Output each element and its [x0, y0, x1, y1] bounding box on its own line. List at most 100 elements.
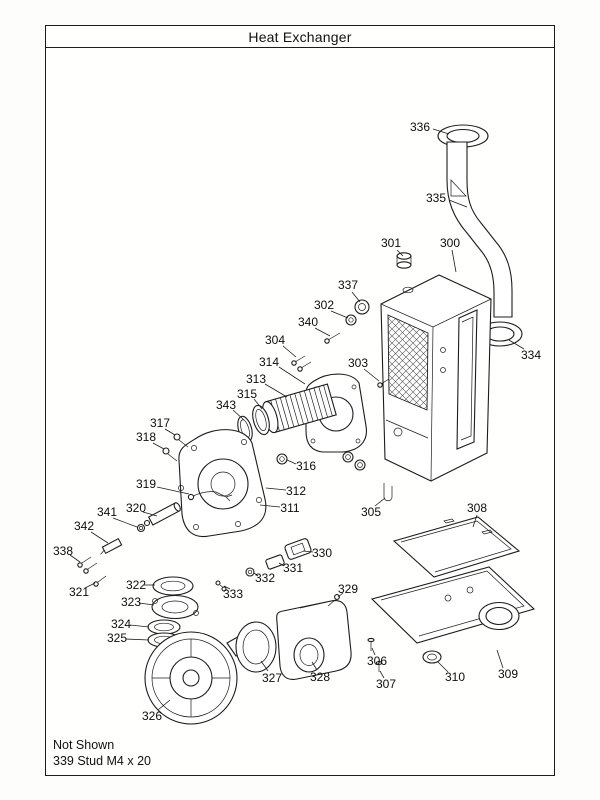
leader-line-315	[253, 398, 263, 410]
fitting-342	[100, 537, 123, 555]
part-number-337: 337	[338, 278, 358, 292]
part-number-343: 343	[216, 398, 236, 412]
leader-line-307	[379, 670, 385, 679]
base-pan	[370, 566, 536, 644]
part-number-328: 328	[310, 670, 330, 684]
part-number-309: 309	[498, 667, 518, 681]
screw-317	[173, 433, 189, 448]
leader-line-309	[496, 649, 504, 669]
leader-line-304	[282, 345, 297, 358]
part-number-332: 332	[255, 571, 275, 585]
part-number-315: 315	[237, 387, 257, 401]
part-number-320: 320	[126, 501, 146, 515]
coupling-331	[265, 554, 285, 570]
leader-line-328	[311, 661, 318, 671]
gas-pipe-320	[147, 502, 181, 526]
leader-line-338	[69, 554, 81, 563]
ring-316	[276, 453, 288, 465]
part-number-331: 331	[283, 561, 303, 575]
leader-line-342	[90, 531, 109, 544]
air-inlet-box	[276, 599, 352, 680]
screw-306	[367, 637, 375, 651]
part-number-305: 305	[361, 505, 381, 519]
part-number-304: 304	[265, 333, 285, 347]
part-number-314: 314	[259, 355, 279, 369]
leader-line-301	[396, 249, 404, 257]
leader-line-335	[448, 199, 468, 208]
part-number-312: 312	[286, 484, 306, 498]
leader-line-312	[265, 487, 287, 491]
leader-line-316	[286, 459, 297, 465]
part-number-316: 316	[296, 459, 316, 473]
leader-line-303	[363, 368, 380, 382]
not-shown-label: Not Shown	[53, 738, 115, 752]
leader-line-327	[260, 660, 269, 672]
sensor-fitting	[354, 299, 370, 315]
ring-327	[235, 621, 277, 673]
part-number-329: 329	[338, 582, 358, 596]
leader-line-329	[337, 592, 344, 598]
screw-307	[375, 661, 383, 672]
leader-line-330	[302, 550, 314, 553]
flue-pipe	[446, 141, 513, 318]
washers-341	[136, 519, 151, 533]
burner-ring-315	[252, 404, 270, 436]
title-bar: Heat Exchanger	[46, 26, 554, 48]
part-number-322: 322	[126, 578, 146, 592]
part-number-326: 326	[142, 709, 162, 723]
leader-line-319	[156, 486, 190, 495]
part-number-317: 317	[150, 416, 170, 430]
leader-line-341	[112, 517, 138, 528]
screws-304	[291, 355, 312, 372]
screw-329	[327, 594, 340, 607]
burner-door-plate	[178, 429, 267, 538]
part-number-306: 306	[367, 654, 387, 668]
part-number-324: 324	[111, 617, 131, 631]
part-number-319: 319	[136, 477, 156, 491]
leader-line-313	[264, 383, 288, 398]
leader-line-324	[129, 624, 150, 628]
ignition-electrode	[187, 491, 233, 502]
condensate-tray	[392, 516, 521, 578]
leader-line-318	[152, 442, 165, 450]
part-number-335: 335	[426, 191, 446, 205]
part-number-311: 311	[280, 501, 299, 515]
screw-321	[93, 575, 107, 587]
leader-line-305	[374, 497, 386, 507]
leader-line-331	[278, 562, 285, 567]
leader-line-336	[432, 128, 450, 135]
leader-line-333	[223, 585, 231, 590]
heat-exchanger-body	[380, 274, 492, 482]
leader-line-323	[138, 602, 155, 606]
leader-line-334	[508, 339, 525, 350]
part-number-330: 330	[312, 546, 332, 560]
leader-line-320	[142, 511, 158, 517]
part-number-325: 325	[107, 631, 127, 645]
part-number-307: 307	[376, 677, 396, 691]
leader-line-326	[157, 699, 171, 711]
part-number-338: 338	[53, 544, 73, 558]
part-number-323: 323	[121, 595, 141, 609]
part-number-308: 308	[467, 501, 487, 515]
nut-332	[245, 567, 255, 577]
fan-assembly	[144, 629, 260, 725]
seal-ring-324	[147, 619, 181, 635]
leader-line-343	[232, 409, 245, 421]
part-number-321: 321	[69, 585, 89, 599]
leader-line-325	[125, 638, 150, 641]
leader-line-300	[451, 249, 457, 273]
screw-318	[162, 447, 178, 462]
leader-line-308	[472, 514, 478, 528]
part-number-313: 313	[246, 372, 266, 386]
leader-line-310	[437, 661, 449, 673]
bolt-340	[324, 332, 341, 344]
leader-line-306	[371, 647, 376, 656]
part-number-310: 310	[445, 670, 465, 684]
leader-line-332	[253, 572, 259, 577]
not-shown-item: 339 Stud M4 x 20	[53, 754, 151, 769]
washer-pair	[342, 451, 366, 471]
screw-303	[377, 378, 390, 388]
part-number-341: 341	[97, 505, 117, 519]
